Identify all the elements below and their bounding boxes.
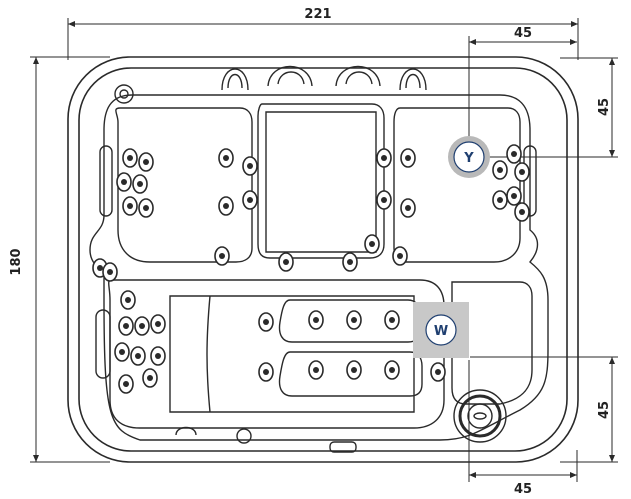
jet-nozzle [247, 197, 253, 203]
jet-nozzle [497, 167, 503, 173]
marker-y-badge [453, 141, 485, 173]
tub-outer-shell [67, 56, 579, 463]
width-dimension-label: 221 [304, 7, 331, 22]
jet-nozzle [511, 151, 517, 157]
jet-nozzle [369, 241, 375, 247]
jet-nozzle [139, 323, 145, 329]
jet-nozzle [263, 369, 269, 375]
w-offset-h-label: 45 [514, 482, 532, 497]
tub-interior [89, 94, 549, 453]
lounger-seat [108, 279, 445, 429]
interior-contour [89, 94, 549, 441]
marker-w-label: W [434, 324, 448, 339]
jet-nozzle [223, 155, 229, 161]
tub-inner-rim [78, 67, 568, 452]
jet-nozzle [121, 179, 127, 185]
y-offset-v-label: 45 [597, 98, 612, 116]
jet-nozzle [511, 193, 517, 199]
seat-top-right [393, 107, 521, 263]
rim-bumps [175, 65, 427, 436]
w-offset-v-label: 45 [597, 401, 612, 419]
right-channel [451, 281, 533, 405]
jet-nozzle [127, 155, 133, 161]
jet-nozzle [381, 155, 387, 161]
jet-nozzle [143, 205, 149, 211]
jet-nozzle [519, 169, 525, 175]
jet-nozzle [351, 317, 357, 323]
footwell-top [257, 103, 385, 259]
jet-nozzle [219, 253, 225, 259]
jet-nozzle [497, 197, 503, 203]
jet-nozzle [155, 353, 161, 359]
y-offset-h-label: 45 [514, 26, 532, 41]
filter-skimmer [453, 389, 507, 443]
jet-nozzle [223, 203, 229, 209]
jet-nozzle [397, 253, 403, 259]
jet-nozzle [313, 317, 319, 323]
marker-y: Y [448, 136, 490, 178]
dimension-arrows [33, 21, 615, 478]
jet-nozzle [137, 181, 143, 187]
jet-nozzle [351, 367, 357, 373]
jet-nozzle [283, 259, 289, 265]
jet-nozzle [123, 381, 129, 387]
jet-nozzle [107, 269, 113, 275]
tub-outline [67, 56, 579, 463]
jet-nozzle [389, 317, 395, 323]
drain-cover [329, 441, 357, 453]
jet-nozzle [155, 321, 161, 327]
topside-control [114, 84, 252, 444]
jet-nozzle [263, 319, 269, 325]
jet-nozzle [125, 297, 131, 303]
jet-nozzle [147, 375, 153, 381]
jet-nozzle [519, 209, 525, 215]
jet-nozzle [127, 203, 133, 209]
jet-nozzle [347, 259, 353, 265]
jet-nozzle [247, 163, 253, 169]
jet-nozzle [435, 369, 441, 375]
handle-left-top [99, 145, 113, 217]
jet-nozzle [405, 205, 411, 211]
leg-rest-lower [278, 351, 423, 397]
jets [92, 144, 530, 394]
marker-y-label: Y [463, 151, 474, 166]
jet-nozzle [381, 197, 387, 203]
jet-nozzle [143, 159, 149, 165]
jet-nozzle [135, 353, 141, 359]
handle-left-bottom [95, 309, 111, 379]
jet-nozzle [405, 155, 411, 161]
marker-w-badge [425, 314, 457, 346]
marker-w: W [413, 302, 469, 358]
jet-nozzle [313, 367, 319, 373]
jet-nozzle [97, 265, 103, 271]
height-dimension-label: 180 [9, 248, 24, 275]
jet-nozzle [119, 349, 125, 355]
jet-nozzle [123, 323, 129, 329]
jet-nozzle [389, 367, 395, 373]
seat-top-left [115, 107, 253, 263]
